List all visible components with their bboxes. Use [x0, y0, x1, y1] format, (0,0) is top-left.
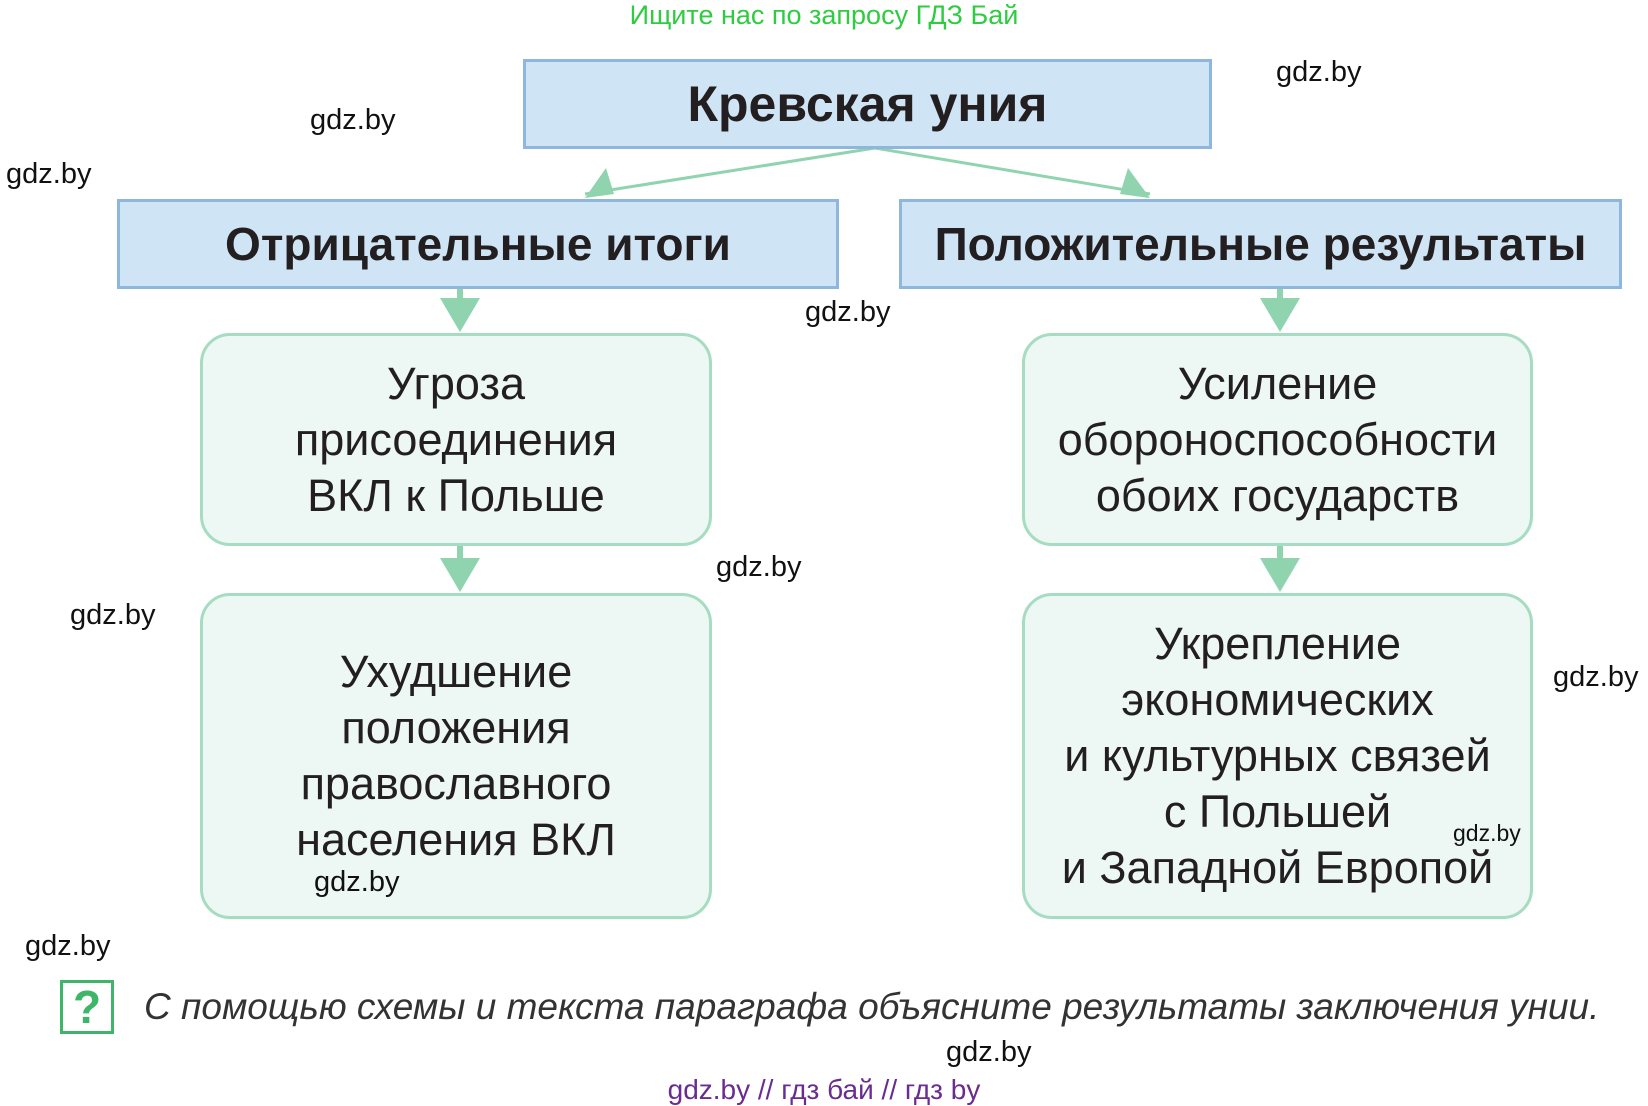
question-mark-icon: ? [60, 980, 114, 1034]
watermark: gdz.by [716, 551, 802, 583]
positive-results-title: Положительные результаты [934, 218, 1587, 270]
watermark: gdz.by [946, 1036, 1032, 1068]
arrowhead-negative-to-item1 [440, 298, 480, 332]
positive-item-2-line: Укрепление [1154, 618, 1401, 669]
negative-item-2-line: положения [341, 702, 571, 753]
negative-item-1-line: присоединения [294, 413, 618, 465]
top-banner: Ищите нас по запросу ГДЗ Бай [629, 0, 1019, 30]
watermark: gdz.by [1453, 820, 1521, 846]
root-label: Кревская уния [687, 76, 1048, 132]
negative-item-1-line: ВКЛ к Польше [307, 469, 605, 521]
arrowhead-positive-to-item1 [1260, 298, 1300, 332]
watermark: gdz.by [6, 158, 92, 190]
negative-item-2-line: Ухудшение [339, 646, 573, 697]
question-text: С помощью схемы и текста параграфа объяс… [144, 986, 1600, 1027]
positive-item-1-line: обороноспособности [1057, 413, 1498, 465]
arrow-root-to-negative [584, 146, 876, 196]
negative-item-1: Угроза присоединения ВКЛ к Польше [200, 333, 712, 546]
positive-item-2-line: экономических [1121, 674, 1434, 725]
negative-item-2-line: православного [300, 758, 612, 809]
negative-item-2-line: населения ВКЛ [296, 814, 616, 865]
positive-item-2: Укрепление экономических и культурных св… [1022, 593, 1533, 919]
watermark: gdz.by [310, 104, 396, 136]
negative-item-2: Ухудшение положения православного населе… [200, 593, 712, 919]
arrow-root-to-positive [874, 146, 1151, 196]
arrowhead-root-to-positive [1120, 168, 1150, 198]
positive-item-1-line: обоих государств [1095, 469, 1460, 521]
positive-results-box: Положительные результаты [899, 199, 1622, 289]
negative-outcomes-title: Отрицательные итоги [225, 218, 731, 270]
positive-item-2-line: с Польшей [1163, 786, 1392, 837]
negative-outcomes-box: Отрицательные итоги [117, 199, 839, 289]
arrowhead-negative-item1-to-item2 [440, 558, 480, 592]
arrowhead-positive-item1-to-item2 [1260, 558, 1300, 592]
watermark: gdz.by [805, 296, 891, 328]
root-box: Кревская уния [523, 59, 1212, 149]
arrowhead-root-to-negative [585, 168, 614, 198]
positive-item-2-line: и культурных связей [1064, 730, 1491, 781]
negative-item-1-line: Угроза [386, 357, 526, 409]
positive-item-1: Усиление обороноспособности обоих госуда… [1022, 333, 1533, 546]
watermark: gdz.by [1276, 56, 1362, 88]
watermark: gdz.by [70, 599, 156, 631]
positive-item-2-line: и Западной Европой [1061, 842, 1494, 893]
watermark: gdz.by [314, 866, 400, 898]
watermark: gdz.by [25, 930, 111, 962]
watermark: gdz.by [1553, 661, 1639, 693]
positive-item-1-line: Усиление [1177, 357, 1378, 409]
footer-links: gdz.by // гдз бай // гдз by [667, 1074, 981, 1105]
